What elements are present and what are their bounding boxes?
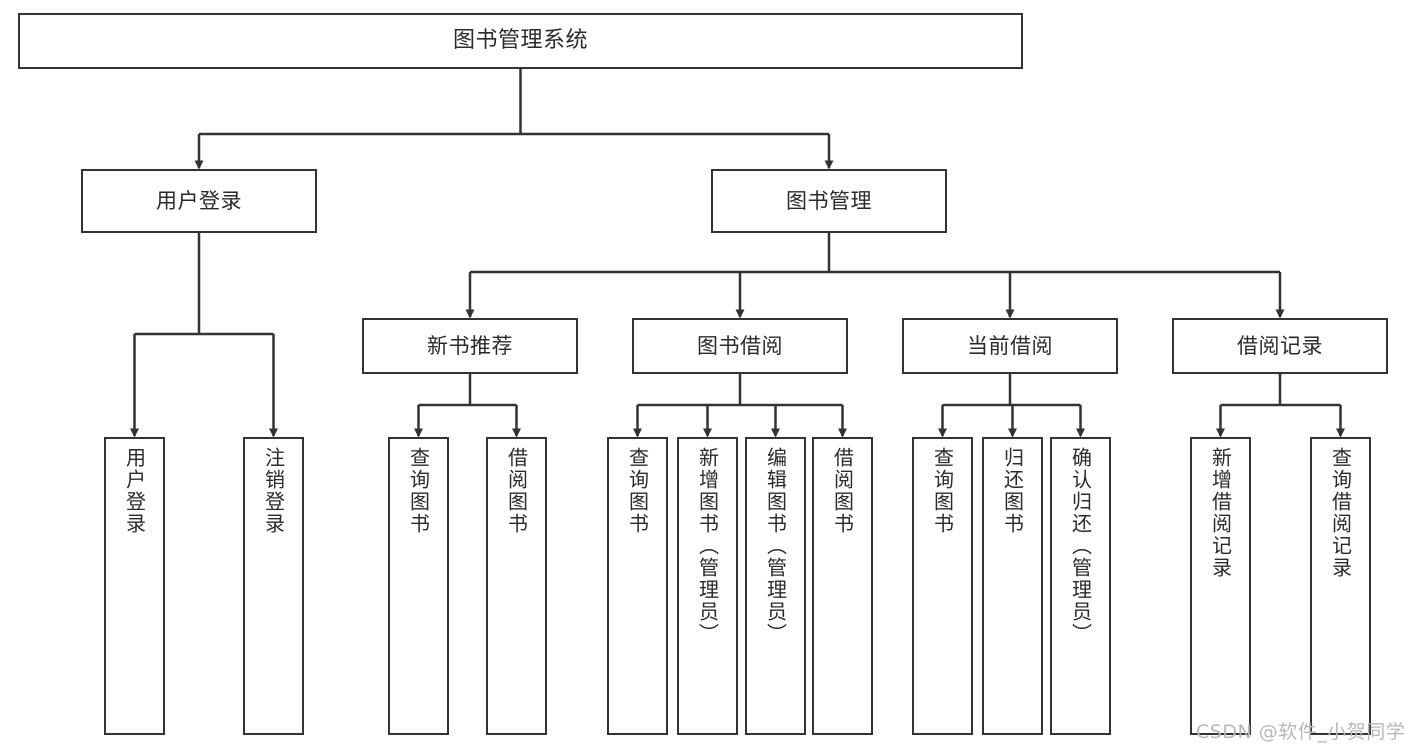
node-current-borrow[interactable]: 当前借阅	[902, 318, 1118, 374]
node-root[interactable]: 图书管理系统	[18, 13, 1023, 69]
node-cb-confirm[interactable]: 确认归还（管理员）	[1050, 437, 1111, 735]
node-bb-borrow[interactable]: 借阅图书	[812, 437, 873, 735]
node-label-nbr-query: 查询图书	[406, 447, 431, 535]
node-label-bb-query: 查询图书	[625, 447, 650, 535]
node-cb-query[interactable]: 查询图书	[912, 437, 973, 735]
node-label-new-book-rec: 新书推荐	[427, 333, 513, 358]
node-label-cb-return: 归还图书	[1000, 447, 1025, 535]
node-bb-add[interactable]: 新增图书（管理员）	[677, 437, 738, 735]
node-label-borrow-record: 借阅记录	[1237, 333, 1323, 358]
node-new-book-rec[interactable]: 新书推荐	[362, 318, 578, 374]
node-br-query[interactable]: 查询借阅记录	[1310, 437, 1371, 735]
node-label-nbr-borrow: 借阅图书	[504, 447, 529, 535]
node-user-login[interactable]: 用户登录	[81, 169, 317, 233]
node-label-current-borrow: 当前借阅	[967, 333, 1053, 358]
node-label-cb-confirm: 确认归还（管理员）	[1068, 447, 1093, 645]
node-nbr-borrow[interactable]: 借阅图书	[486, 437, 547, 735]
node-nbr-query[interactable]: 查询图书	[388, 437, 449, 735]
node-bb-query[interactable]: 查询图书	[607, 437, 668, 735]
node-leaf-logout[interactable]: 注销登录	[243, 437, 304, 735]
node-label-book-manage: 图书管理	[786, 188, 872, 213]
node-br-add[interactable]: 新增借阅记录	[1190, 437, 1251, 735]
node-leaf-user-login[interactable]: 用户登录	[104, 437, 165, 735]
node-label-bb-edit: 编辑图书（管理员）	[763, 447, 788, 645]
node-book-manage[interactable]: 图书管理	[711, 169, 947, 233]
node-label-book-borrow: 图书借阅	[697, 333, 783, 358]
node-label-bb-borrow: 借阅图书	[830, 447, 855, 535]
node-label-root: 图书管理系统	[452, 28, 588, 54]
node-label-leaf-logout: 注销登录	[261, 447, 286, 535]
watermark-text: CSDN @软件_小贺同学	[1196, 721, 1405, 743]
node-bb-edit[interactable]: 编辑图书（管理员）	[745, 437, 806, 735]
node-borrow-record[interactable]: 借阅记录	[1172, 318, 1388, 374]
node-label-cb-query: 查询图书	[930, 447, 955, 535]
node-cb-return[interactable]: 归还图书	[982, 437, 1043, 735]
node-label-br-query: 查询借阅记录	[1328, 447, 1353, 579]
node-label-leaf-user-login: 用户登录	[122, 447, 147, 535]
node-label-user-login: 用户登录	[156, 188, 242, 213]
node-label-br-add: 新增借阅记录	[1208, 447, 1233, 579]
node-book-borrow[interactable]: 图书借阅	[632, 318, 848, 374]
node-label-bb-add: 新增图书（管理员）	[695, 447, 720, 645]
